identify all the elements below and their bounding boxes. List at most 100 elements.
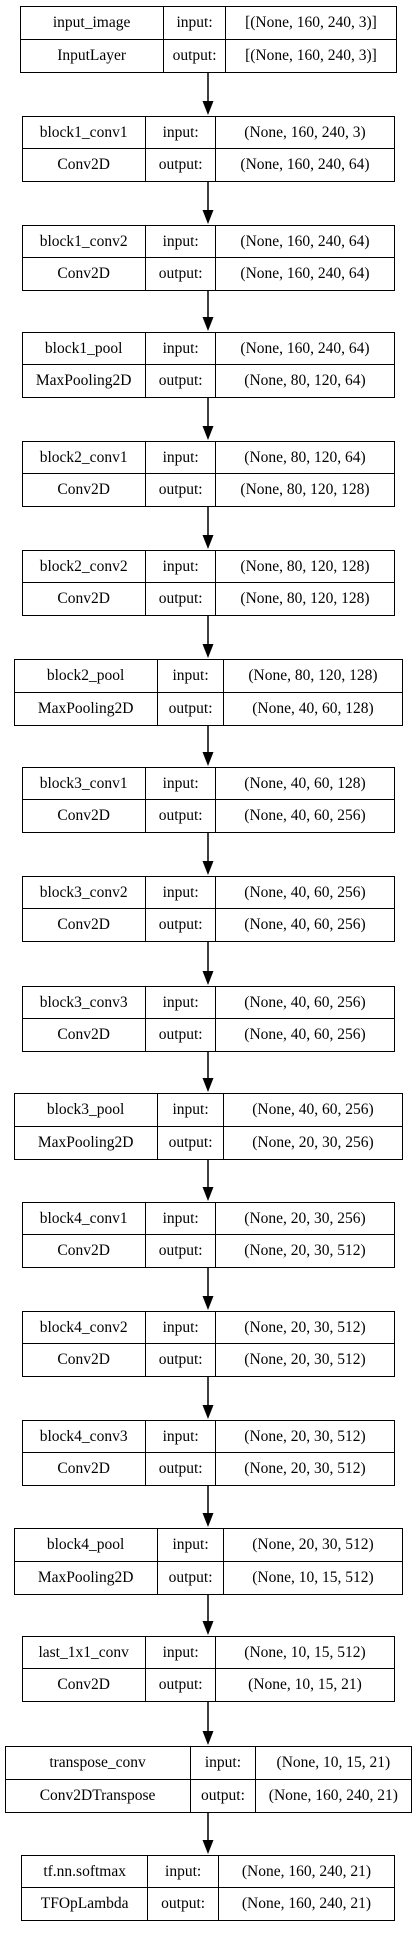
output-label: output: — [146, 583, 217, 615]
input-shape: (None, 20, 30, 512) — [244, 1318, 366, 1336]
layer-name: input_image — [21, 7, 164, 39]
input-shape: (None, 20, 30, 256) — [244, 1209, 366, 1227]
arrowhead-icon — [202, 1405, 214, 1419]
output-shape: (None, 20, 30, 512) — [244, 1351, 366, 1368]
output-label: output: — [146, 258, 217, 290]
input-label: input: — [191, 1747, 257, 1779]
arrowhead-icon — [202, 426, 214, 440]
layer-type: Conv2D — [23, 1453, 146, 1485]
edge-arrow — [202, 73, 214, 115]
input-label: input: — [146, 1203, 217, 1234]
layer-type: Conv2D — [23, 1344, 146, 1376]
edge-arrow — [202, 1595, 214, 1635]
output-label: output: — [146, 1235, 217, 1267]
output-label: output: — [146, 1453, 217, 1485]
arrowhead-icon — [202, 317, 214, 331]
output-label: output: — [146, 1019, 217, 1051]
arrowhead-icon — [202, 535, 214, 549]
output-label: output: — [146, 909, 217, 941]
output-shape: (None, 20, 30, 256) — [252, 1133, 374, 1151]
input-label: input: — [146, 226, 217, 257]
layer-type: Conv2D — [23, 800, 146, 832]
edge-arrow — [202, 833, 214, 875]
layer-type: Conv2D — [23, 1019, 146, 1051]
output-label: output: — [158, 1561, 225, 1594]
input-label: input: — [146, 333, 217, 364]
layer-type: Conv2D — [23, 149, 146, 181]
edge-arrow — [202, 507, 214, 549]
layer-type: Conv2D — [23, 474, 146, 506]
edge-arrow — [202, 1160, 214, 1201]
input-shape: (None, 10, 15, 512) — [244, 1643, 366, 1661]
layer-type: TFOpLambda — [22, 1888, 149, 1920]
output-shape: (None, 40, 60, 256) — [244, 1026, 366, 1043]
output-label: output: — [164, 39, 227, 72]
output-shape: [(None, 160, 240, 3)] — [245, 46, 377, 64]
layer-name: block2_pool — [15, 660, 158, 692]
output-shape: (None, 160, 240, 64) — [240, 265, 370, 282]
layer-name: tf.nn.softmax — [22, 1856, 149, 1887]
layer-name: block2_conv1 — [23, 442, 146, 473]
layer-name: block2_conv2 — [23, 551, 146, 582]
input-shape: (None, 80, 120, 64) — [244, 448, 366, 466]
input-shape: (None, 80, 120, 128) — [248, 666, 378, 684]
input-shape: (None, 40, 60, 256) — [252, 1100, 374, 1118]
input-label: input: — [146, 442, 217, 473]
layer-type: Conv2D — [23, 1669, 146, 1701]
edge-arrow — [202, 1813, 214, 1854]
layer-type: MaxPooling2D — [15, 692, 158, 725]
input-label: input: — [146, 551, 217, 582]
input-label: input: — [146, 1637, 217, 1668]
arrowhead-icon — [202, 1621, 214, 1635]
output-shape: (None, 80, 120, 128) — [240, 481, 370, 498]
output-shape: (None, 80, 120, 64) — [244, 372, 366, 389]
arrowhead-icon — [202, 210, 214, 224]
layer-name: block1_conv2 — [23, 226, 146, 257]
output-shape: (None, 10, 15, 21) — [248, 1676, 362, 1693]
layer-name: block4_conv3 — [23, 1421, 146, 1452]
arrowhead-icon — [202, 101, 214, 115]
output-shape: (None, 40, 60, 128) — [252, 699, 374, 717]
layer-type: MaxPooling2D — [15, 1561, 158, 1594]
layer-type: Conv2D — [23, 258, 146, 290]
output-shape: (None, 160, 240, 64) — [240, 156, 370, 173]
edge-arrow — [202, 182, 214, 224]
output-shape: (None, 40, 60, 256) — [244, 916, 366, 933]
output-label: output: — [191, 1779, 257, 1812]
input-label: input: — [146, 877, 217, 908]
output-label: output: — [158, 692, 225, 725]
input-shape: (None, 80, 120, 128) — [240, 557, 370, 575]
layer-type: Conv2DTranspose — [6, 1779, 191, 1812]
layer-type: MaxPooling2D — [23, 365, 146, 397]
input-label: input: — [158, 660, 225, 692]
